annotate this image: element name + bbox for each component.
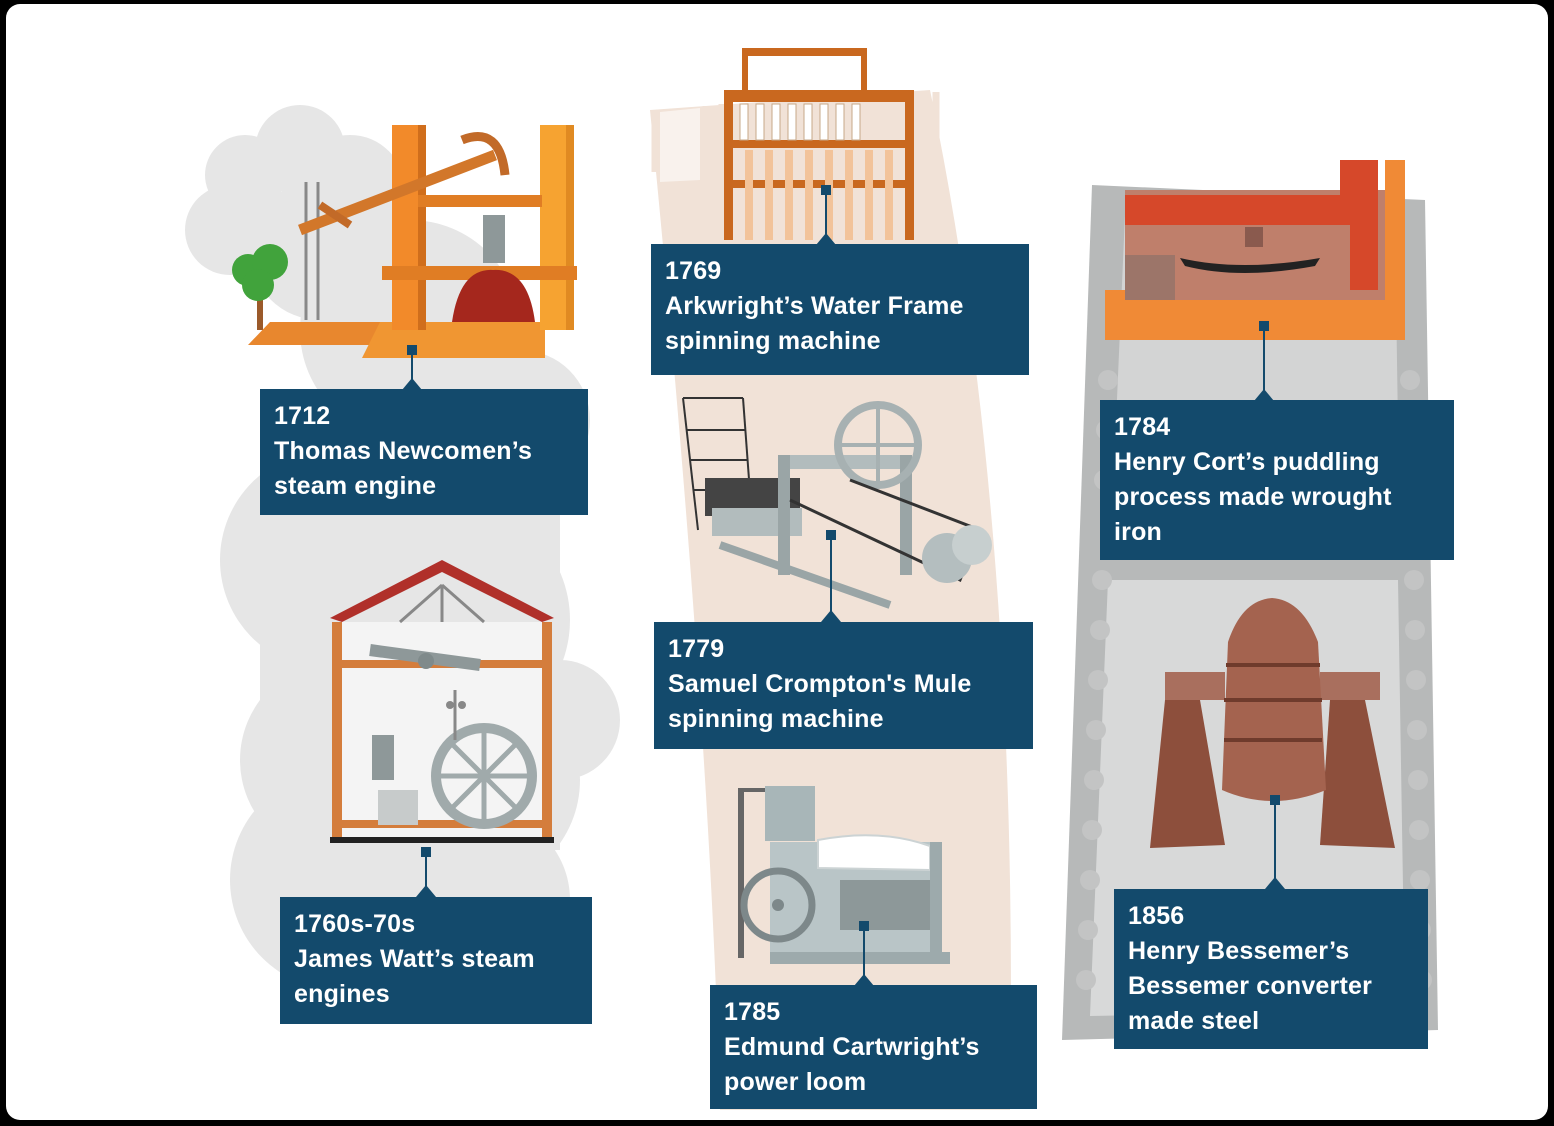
newcomen-engine-icon <box>232 125 577 358</box>
watt-engine-icon <box>330 560 554 843</box>
caption-1784: 1784 Henry Cort’s puddling process made … <box>1100 400 1454 560</box>
connectors <box>402 185 1285 986</box>
caption-line: Samuel Crompton's Mule <box>668 670 972 698</box>
caption-line: Bessemer converter <box>1128 972 1373 1000</box>
caption-line: James Watt’s steam <box>294 945 535 973</box>
caption-line: spinning machine <box>668 705 884 733</box>
caption-year: 1779 <box>668 635 725 663</box>
caption-1760s-70s: 1760s-70s James Watt’s steam engines <box>280 897 592 1024</box>
caption-line: made steel <box>1128 1007 1260 1035</box>
water-frame-icon <box>724 48 914 240</box>
power-loom-icon <box>738 786 950 964</box>
caption-1856: 1856 Henry Bessemer’s Bessemer converter… <box>1114 889 1428 1049</box>
caption-year: 1785 <box>724 998 781 1026</box>
caption-line: Henry Cort’s puddling <box>1114 448 1380 476</box>
caption-line: iron <box>1114 518 1163 546</box>
caption-line: Henry Bessemer’s <box>1128 937 1350 965</box>
bessemer-converter-icon <box>1150 598 1395 848</box>
caption-1769: 1769 Arkwright’s Water Frame spinning ma… <box>651 244 1029 375</box>
caption-1712: 1712 Thomas Newcomen’s steam engine <box>260 389 588 515</box>
caption-line: power loom <box>724 1068 867 1096</box>
caption-line: spinning machine <box>665 327 881 355</box>
caption-1785: 1785 Edmund Cartwright’s power loom <box>710 985 1037 1109</box>
caption-line: Thomas Newcomen’s <box>274 437 533 465</box>
caption-1779: 1779 Samuel Crompton's Mule spinning mac… <box>654 622 1033 749</box>
puddling-furnace-icon <box>1105 160 1405 340</box>
caption-year: 1769 <box>665 257 722 285</box>
caption-line: steam engine <box>274 472 437 500</box>
infographic: 1712 Thomas Newcomen’s steam engine 1760… <box>6 4 1548 1120</box>
caption-year: 1712 <box>274 402 331 430</box>
spinning-mule-icon <box>682 397 992 609</box>
caption-year: 1784 <box>1114 413 1171 441</box>
caption-line: engines <box>294 980 390 1008</box>
caption-year: 1760s-70s <box>294 910 416 938</box>
caption-year: 1856 <box>1128 902 1185 930</box>
caption-line: Arkwright’s Water Frame <box>665 292 964 320</box>
caption-line: Edmund Cartwright’s <box>724 1033 980 1061</box>
caption-line: process made wrought <box>1114 483 1392 511</box>
